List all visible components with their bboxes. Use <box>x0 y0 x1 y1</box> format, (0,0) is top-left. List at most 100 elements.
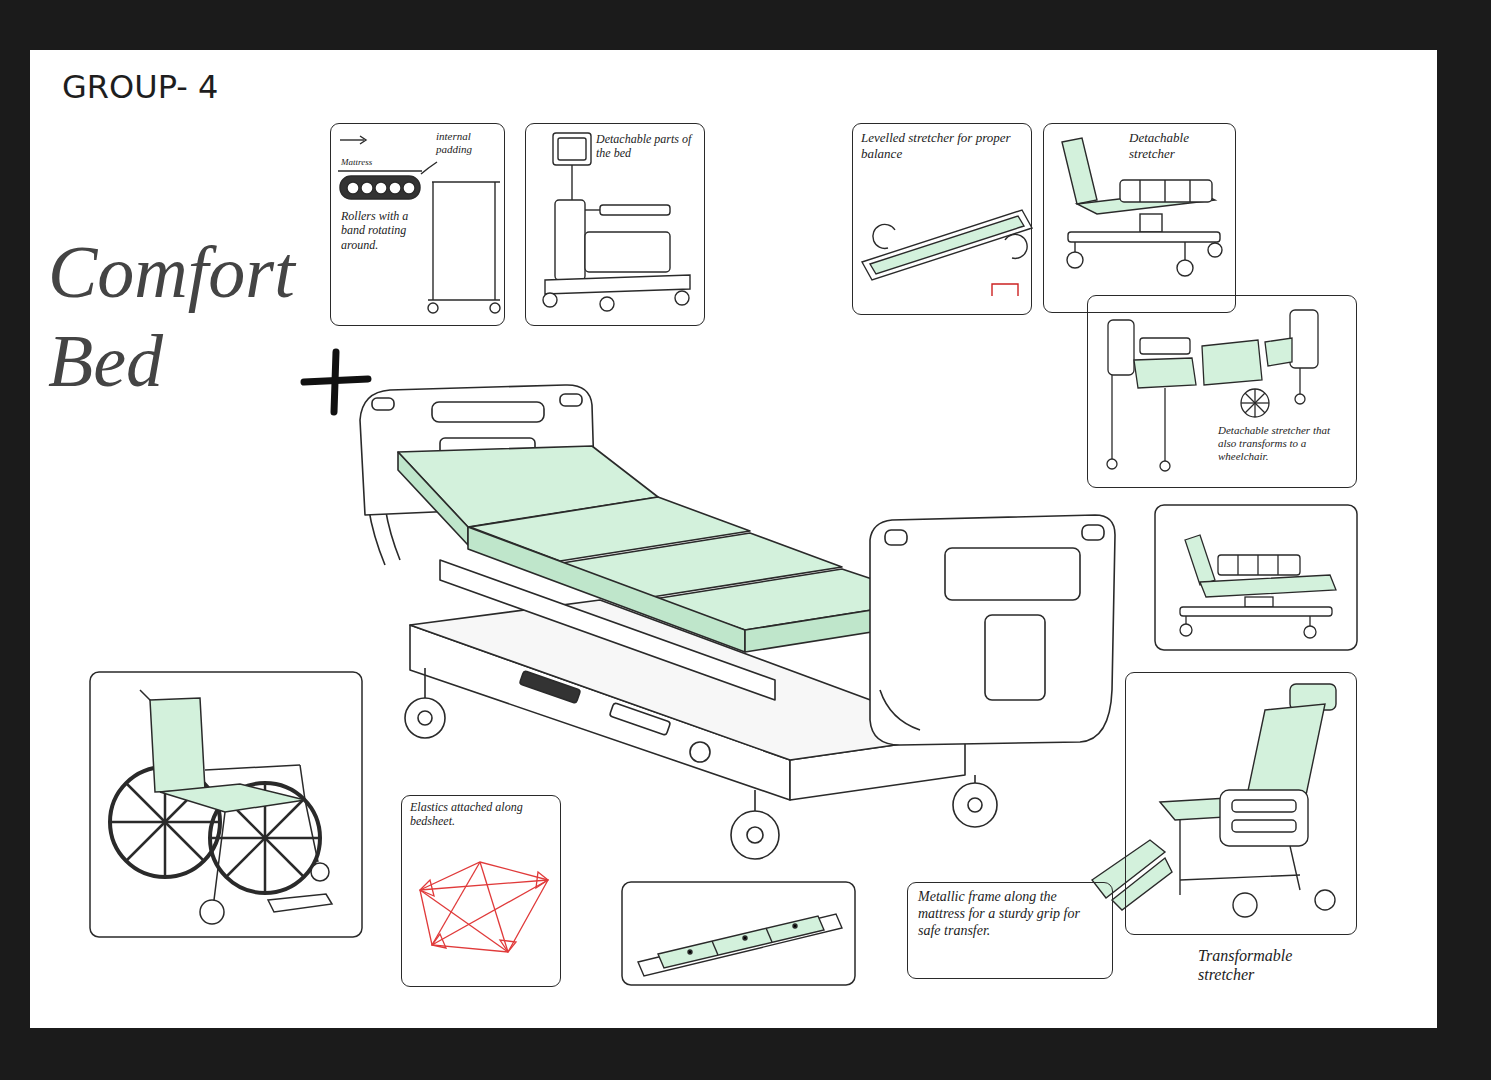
carry-stretcher <box>658 916 824 968</box>
recliner-stretcher <box>1315 890 1335 910</box>
levelled-stretcher <box>1005 234 1027 258</box>
elastic-bands <box>432 880 548 945</box>
bed-wheelchair <box>1108 320 1134 375</box>
bed-wheelchair <box>1241 389 1269 417</box>
medical-cart <box>555 200 585 280</box>
elastic-bands <box>500 940 516 952</box>
sketch-panel <box>1155 505 1357 650</box>
sketch-panel: Metallic frame along the mattress for a … <box>907 882 1113 979</box>
hospital-bed <box>405 698 445 738</box>
annotation-text: Mattress <box>341 157 403 168</box>
stretcher-bed <box>1185 535 1215 585</box>
plus-symbol <box>304 379 368 382</box>
roller-mechanism <box>421 162 437 174</box>
recliner-stretcher <box>1232 800 1296 812</box>
hospital-bed <box>731 811 779 859</box>
hospital-bed <box>424 668 426 698</box>
stretcher-bed <box>1200 575 1336 597</box>
stretcher-bed <box>1309 616 1310 626</box>
annotation-text: Detachable stretcher <box>1129 130 1229 161</box>
elastic-bands <box>420 890 508 952</box>
detachable-stretcher <box>1184 242 1185 260</box>
sketch-panel: internal paddingMattressRollers with a b… <box>330 123 505 326</box>
recliner-stretcher <box>1220 790 1308 846</box>
bed-wheelchair <box>1245 393 1265 413</box>
carry-stretcher <box>766 928 772 942</box>
sketch-panel: Transformable stretcher <box>1125 672 1357 935</box>
stretcher-bed <box>1237 555 1238 575</box>
annotation-text: Transformable stretcher <box>1198 946 1343 984</box>
hospital-bed <box>985 615 1045 700</box>
roller-mechanism <box>428 299 500 300</box>
detachable-stretcher <box>1068 232 1220 242</box>
recliner-stretcher <box>1290 846 1300 890</box>
stretcher-bed <box>1245 597 1273 607</box>
hospital-bed <box>747 827 763 843</box>
detachable-stretcher <box>1177 260 1193 276</box>
bed-wheelchair <box>1160 461 1170 471</box>
wheelchair <box>311 863 329 881</box>
hospital-bed <box>953 783 997 827</box>
bed-wheelchair <box>1245 393 1265 413</box>
paper <box>30 50 1437 1028</box>
detachable-stretcher <box>1139 180 1140 202</box>
medical-cart <box>553 133 591 165</box>
elastic-bands <box>420 880 548 890</box>
medical-cart <box>600 205 670 215</box>
levelled-stretcher <box>873 224 895 248</box>
recliner-stretcher <box>1233 893 1257 917</box>
bed-wheelchair <box>1164 388 1165 462</box>
elastic-bands <box>432 934 446 948</box>
hospital-bed <box>974 775 976 783</box>
hospital-bed <box>870 515 1115 745</box>
stretcher-bed <box>1277 555 1278 575</box>
recliner-stretcher <box>1112 858 1172 910</box>
medical-cart <box>600 297 614 311</box>
detachable-stretcher <box>1120 180 1212 202</box>
detachable-stretcher <box>1208 243 1222 257</box>
roller-mechanism <box>340 176 420 199</box>
hospital-bed <box>885 530 907 545</box>
roller-mechanism <box>432 181 500 182</box>
hospital-bed <box>398 452 468 545</box>
sketch-panel: Levelled stretcher for proper balance <box>852 123 1032 315</box>
stretcher-bed <box>1180 607 1332 616</box>
detachable-stretcher <box>1164 180 1165 202</box>
carry-stretcher <box>712 941 718 955</box>
stretcher-bed <box>1180 624 1192 636</box>
bed-wheelchair <box>1202 340 1262 385</box>
roller-mechanism <box>494 182 495 300</box>
wheelchair <box>205 765 300 770</box>
sketch-panel: Elastics attached along bedsheet. <box>401 795 561 987</box>
medical-cart <box>543 293 557 307</box>
wheelchair <box>200 900 224 924</box>
roller-mechanism <box>375 182 387 194</box>
bed-wheelchair <box>1295 394 1305 404</box>
annotation-text: Metallic frame along the mattress for a … <box>918 889 1104 939</box>
bed-wheelchair <box>1134 358 1196 388</box>
product-name: Comfort Bed <box>48 228 323 406</box>
carry-stretcher <box>793 924 797 928</box>
medical-cart <box>675 291 689 305</box>
hospital-bed <box>432 402 544 422</box>
bed-wheelchair <box>1290 310 1318 368</box>
medical-cart <box>571 165 572 200</box>
roller-mechanism <box>361 182 373 194</box>
detachable-stretcher <box>1062 138 1097 204</box>
wheelchair <box>160 784 305 812</box>
levelled-stretcher <box>862 210 1032 296</box>
recliner-stretcher <box>1179 820 1180 895</box>
roller-mechanism <box>338 170 422 171</box>
roller-mechanism <box>360 136 366 144</box>
elastic-bands <box>420 862 548 952</box>
annotation-text: Elastics attached along bedsheet. <box>410 800 554 829</box>
bed-wheelchair <box>1299 368 1300 395</box>
levelled-stretcher <box>992 284 1018 296</box>
carry-stretcher <box>743 936 747 940</box>
detachable-stretcher <box>1074 242 1075 252</box>
stretcher-bed <box>1257 555 1258 575</box>
hospital-bed <box>754 790 756 811</box>
recliner-stretcher <box>1232 820 1296 832</box>
